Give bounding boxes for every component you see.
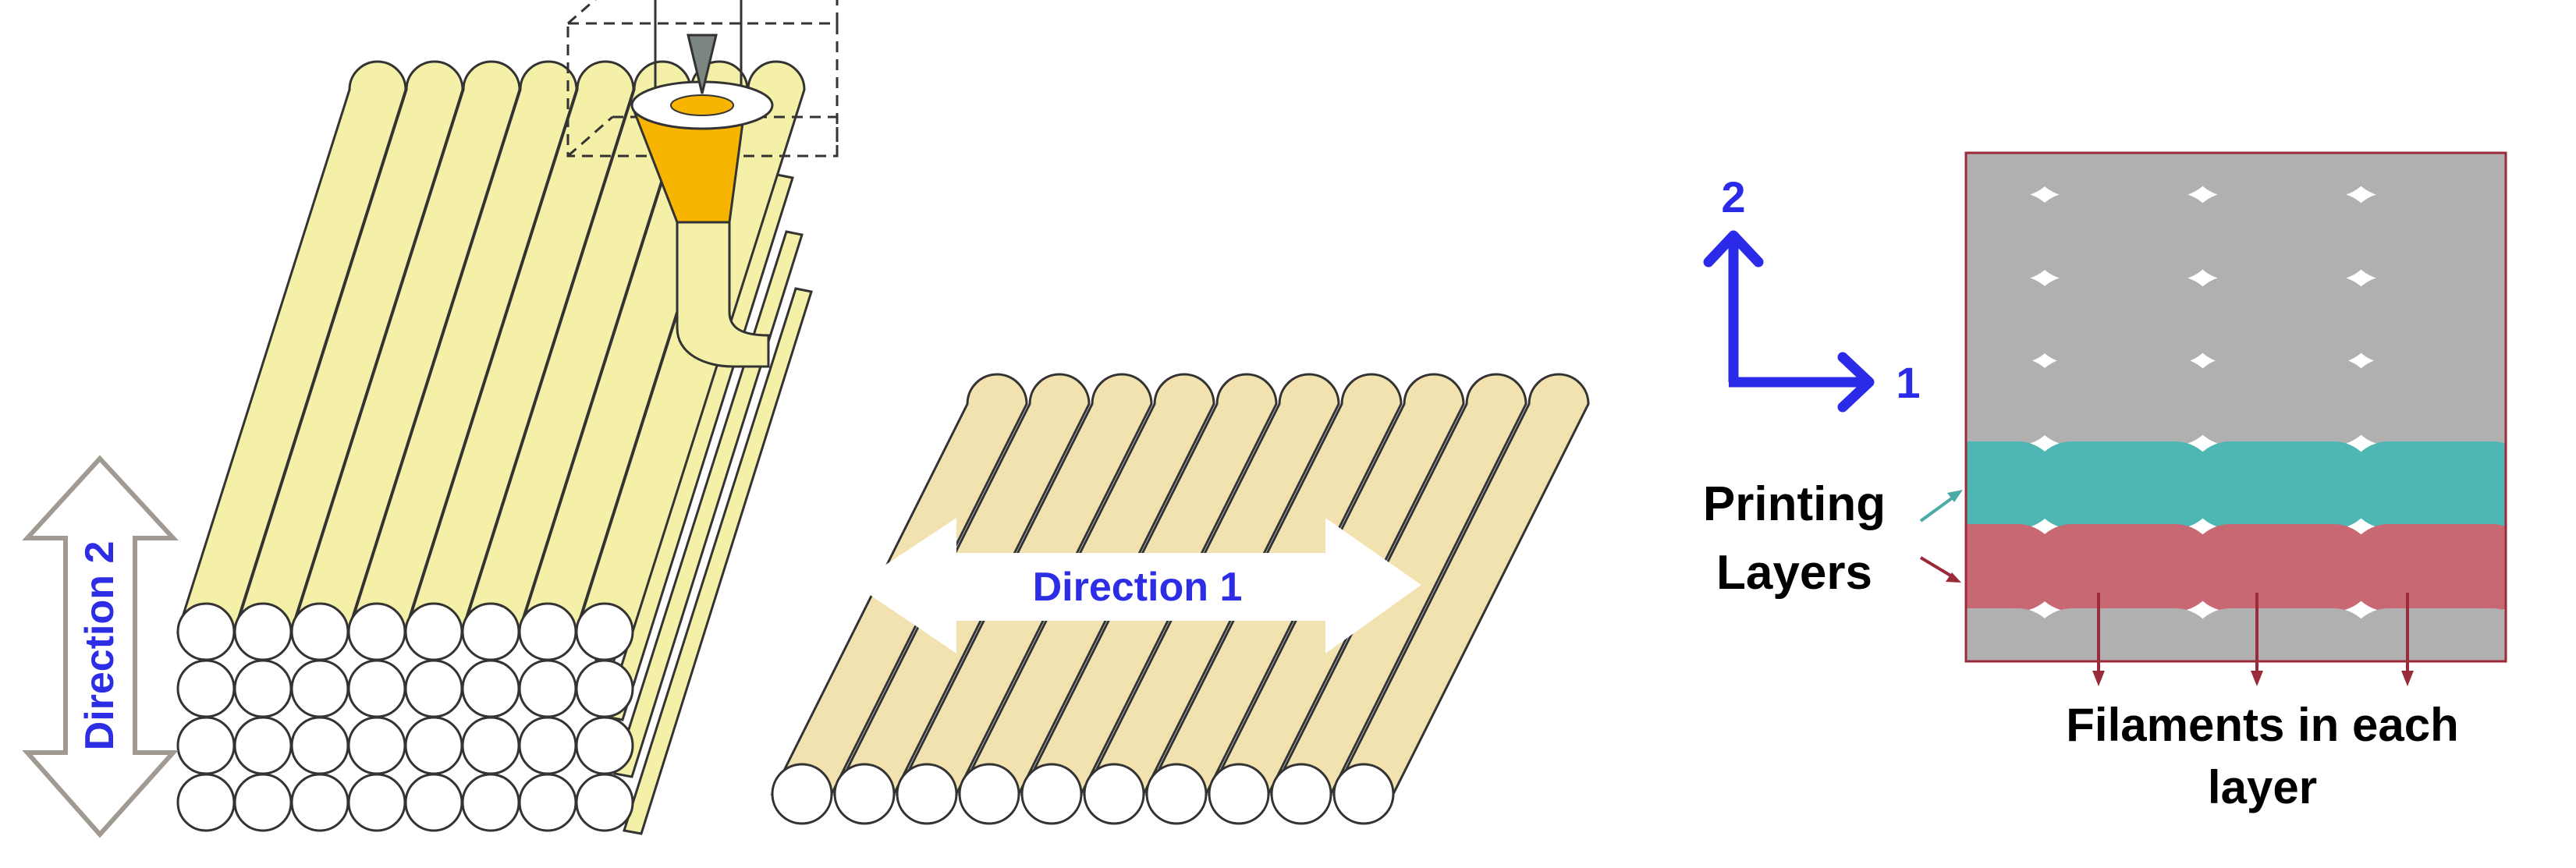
filament-cross-section-gray — [2347, 608, 2506, 661]
stack-top-rod — [403, 60, 635, 633]
filament-cross-section-gray — [2188, 193, 2376, 280]
stack-filament-end — [347, 716, 406, 775]
filament-cross-section-red — [2030, 524, 2217, 611]
stack-filament-end — [575, 602, 634, 661]
stack-filament-end — [347, 659, 406, 718]
stack-filament-end — [461, 659, 520, 718]
layer-filament-end — [1145, 763, 1208, 825]
filament-cross-section-gray — [2347, 153, 2506, 197]
stack-filament-end — [404, 716, 463, 775]
stack-filament-end — [233, 659, 293, 718]
stack-filament-end — [461, 716, 520, 775]
filament-cross-section-gray — [2347, 276, 2506, 363]
filament-cross-section-teal — [2347, 441, 2506, 529]
axis-2-label: 2 — [1721, 172, 1745, 221]
axis-indicator: 2 1 — [1703, 172, 1921, 413]
filament-cross-section-red — [2347, 524, 2506, 611]
cross-section-filaments — [1966, 153, 2506, 661]
stack-filament-end — [233, 716, 293, 775]
filaments-annotation: Filaments in each layer — [2066, 593, 2459, 813]
stack-filament-end — [233, 773, 293, 832]
filament-cross-section-gray — [2030, 193, 2217, 280]
filament-pointer-arrows — [2092, 593, 2414, 686]
stack-filament-end — [518, 659, 577, 718]
stack-top-rod — [176, 60, 407, 633]
stacked-filament-block — [176, 60, 813, 835]
layer-filament-rod — [1332, 373, 1590, 795]
stack-side-band — [613, 230, 804, 778]
stack-filament-end — [461, 602, 520, 661]
layer-filament-end — [1083, 763, 1145, 825]
stack-filament-end — [290, 773, 349, 832]
layer-filament-end — [958, 763, 1020, 825]
print-nozzle — [566, 0, 839, 368]
layer-filament-end — [1332, 763, 1395, 825]
filament-cross-section-gray — [2030, 608, 2217, 661]
filament-cross-section-gray — [2188, 608, 2376, 661]
direction-2-label: Direction 2 — [77, 541, 122, 751]
filament-pointer-head — [2092, 671, 2105, 686]
filament-cross-section-gray — [2347, 193, 2506, 280]
stack-top-rod — [346, 60, 578, 633]
stack-filament-end — [404, 659, 463, 718]
filaments-label-line1: Filaments in each — [2066, 699, 2459, 751]
stack-filament-end — [518, 773, 577, 832]
direction-1-arrow: Direction 1 — [855, 518, 1421, 654]
stacked-filament-cross-sections — [176, 602, 634, 832]
stack-top-rod — [289, 60, 521, 633]
stack-filament-end — [518, 716, 577, 775]
stack-filament-end — [575, 773, 634, 832]
stack-filament-end — [176, 773, 236, 832]
single-layer-cross-sections — [771, 763, 1395, 825]
stack-filament-end — [518, 602, 577, 661]
layer-filament-end — [1020, 763, 1083, 825]
printing-layers-annotation: Printing Layers — [1703, 477, 1963, 600]
stack-filament-end — [347, 602, 406, 661]
filament-cross-section-gray — [2347, 358, 2506, 445]
printing-layers-label-line1: Printing — [1703, 477, 1886, 531]
direction-2-arrow: Direction 2 — [22, 455, 179, 838]
layer-filament-end — [771, 763, 833, 825]
stack-filament-end — [404, 773, 463, 832]
stack-top-rod — [232, 60, 464, 633]
stack-filament-end — [575, 659, 634, 718]
filament-cross-section-gray — [2188, 153, 2376, 197]
printing-layers-label-line2: Layers — [1716, 546, 1872, 600]
filament-pointer-head — [2401, 671, 2414, 686]
filament-cross-section-gray — [2030, 276, 2217, 363]
filament-cross-section-teal — [2188, 441, 2376, 529]
stack-filament-end — [290, 659, 349, 718]
filament-cross-section-gray — [2188, 276, 2376, 363]
layer-filament-end — [896, 763, 958, 825]
filament-cross-section-gray — [2030, 358, 2217, 445]
stack-filament-end — [404, 602, 463, 661]
filament-cross-section-gray — [2030, 153, 2217, 197]
layer-filament-end — [1270, 763, 1332, 825]
filament-cross-section-teal — [2030, 441, 2217, 529]
stack-filament-end — [176, 716, 236, 775]
stack-filament-end — [461, 773, 520, 832]
filament-cross-section-red — [2188, 524, 2376, 611]
stack-filament-end — [290, 716, 349, 775]
layer-filament-end — [833, 763, 896, 825]
stack-filament-end — [290, 602, 349, 661]
stack-filament-end — [575, 716, 634, 775]
filament-cross-section-gray — [2188, 358, 2376, 445]
filament-pointer-head — [2251, 671, 2263, 686]
stack-side-band — [623, 287, 813, 835]
stack-filament-end — [347, 773, 406, 832]
axis-1-label: 1 — [1896, 358, 1920, 407]
stack-filament-end — [176, 602, 236, 661]
stack-filament-end — [233, 602, 293, 661]
filaments-label-line2: layer — [2208, 761, 2317, 813]
direction-1-label: Direction 1 — [1033, 565, 1243, 610]
stacked-filament-rods — [176, 60, 813, 835]
stack-filament-end — [176, 659, 236, 718]
filament-cross-section-panel — [1964, 151, 2507, 663]
layer-filament-end — [1208, 763, 1270, 825]
